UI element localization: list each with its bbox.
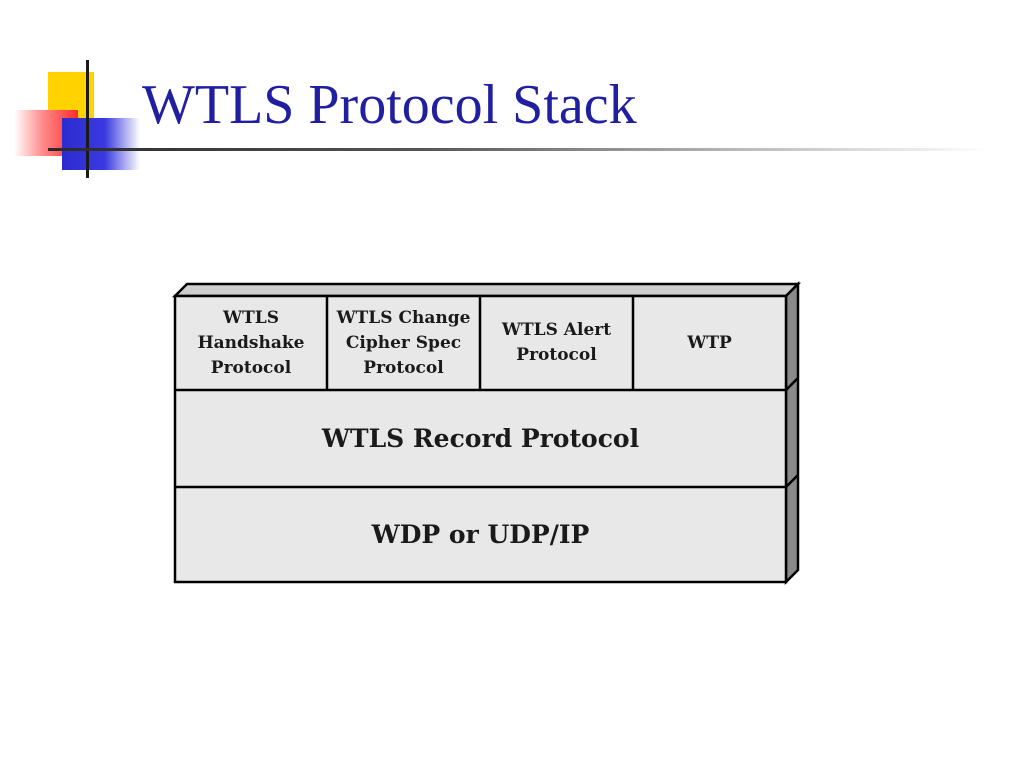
cell-wtp: WTP bbox=[634, 297, 785, 389]
stack-side-bevel bbox=[784, 280, 800, 586]
cell-line: Protocol bbox=[363, 357, 444, 378]
cell-line: Cipher Spec bbox=[345, 332, 462, 353]
cell-line: WTLS bbox=[223, 307, 279, 328]
slide-title: WTLS Protocol Stack bbox=[142, 74, 637, 136]
cell-wtls-change-cipher-spec-protocol: WTLS Change Cipher Spec Protocol bbox=[328, 297, 479, 389]
cell-line: WTP bbox=[687, 332, 732, 353]
divider-top-row-bevel bbox=[785, 377, 799, 391]
title-underline bbox=[48, 148, 988, 151]
cell-wtls-alert-protocol: WTLS Alert Protocol bbox=[481, 297, 632, 389]
cell-line: WTLS Change bbox=[336, 307, 471, 328]
cell-wtls-handshake-protocol: WTLS Handshake Protocol bbox=[176, 297, 326, 389]
divider-record-row-bevel bbox=[785, 474, 799, 488]
cell-line: Protocol bbox=[516, 345, 597, 365]
stack-top-bevel bbox=[171, 282, 802, 298]
layer-wtls-record-protocol: WTLS Record Protocol bbox=[321, 423, 640, 453]
logo-vertical-line bbox=[86, 60, 89, 178]
cell-line: Protocol bbox=[210, 357, 292, 378]
logo-blue-square bbox=[62, 118, 140, 170]
cell-line: Handshake bbox=[197, 332, 305, 353]
cell-line: WTLS Alert bbox=[501, 320, 612, 340]
slide-logo-decoration bbox=[0, 0, 150, 190]
layer-wdp-or-udp-ip: WDP or UDP/IP bbox=[371, 519, 590, 549]
